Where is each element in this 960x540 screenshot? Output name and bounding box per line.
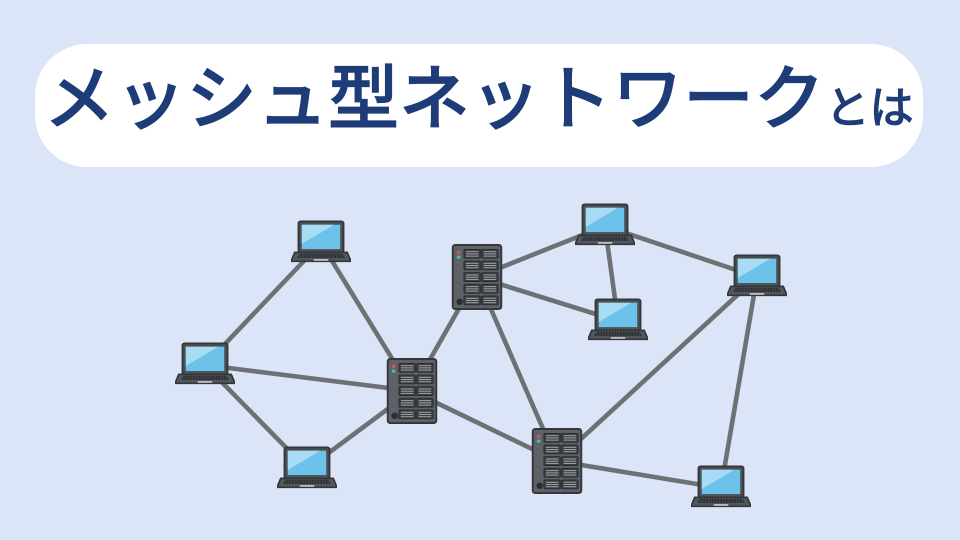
laptop-icon-laptop-f <box>727 254 787 297</box>
network-link-laptop-b-server-1 <box>202 362 415 394</box>
page-title-suffix: とは <box>825 84 914 133</box>
network-link-laptop-d-laptop-f <box>602 223 760 280</box>
network-link-laptop-f-laptop-g <box>718 274 760 491</box>
laptop-icon-laptop-a <box>291 220 351 263</box>
server-icon-server-3 <box>533 429 582 493</box>
laptop-icon-laptop-b <box>175 342 235 385</box>
server-icon-server-1 <box>388 359 437 423</box>
laptop-icon-laptop-e <box>588 298 648 341</box>
title-banner: メッシュ型ネットワークとは <box>35 44 923 167</box>
laptop-icon-laptop-d <box>575 203 635 246</box>
server-icon-server-2 <box>453 245 502 309</box>
laptop-icon-laptop-g <box>691 465 751 508</box>
page-title: メッシュ型ネットワーク <box>44 60 826 138</box>
laptop-icon-laptop-c <box>277 446 337 489</box>
network-link-server-3-laptop-f <box>554 274 760 464</box>
network-nodes-layer <box>175 203 787 508</box>
title-text-group: メッシュ型ネットワークとは <box>45 38 914 161</box>
network-link-server-3-laptop-g <box>554 458 724 491</box>
